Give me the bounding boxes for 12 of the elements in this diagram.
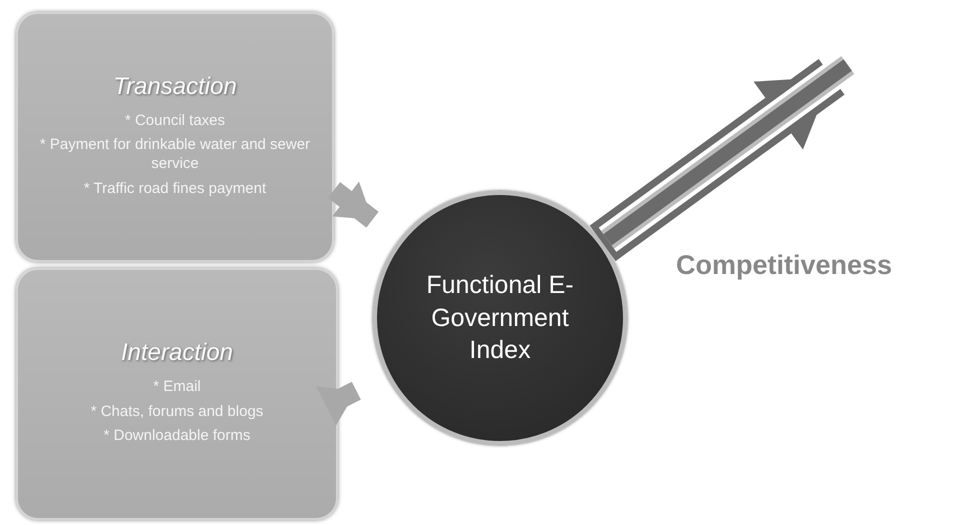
category-heading: Transaction <box>113 72 237 100</box>
category-box <box>16 12 334 262</box>
bullet-item: * Payment for drinkable water and sewer service <box>38 136 312 174</box>
bullet-item: * Downloadable forms <box>104 427 250 446</box>
bullet-item: * Chats, forums and blogs <box>90 402 264 422</box>
bullet-item: * Traffic road fines payment <box>84 180 266 198</box>
category-heading: Interaction <box>120 338 234 367</box>
node-title: Functional E-Government Index <box>425 270 575 366</box>
bullet-item: * Council taxes <box>124 112 226 130</box>
category-box <box>16 268 338 520</box>
bullet-item: * Email <box>153 378 201 397</box>
outcome-label: Competitiveness <box>676 250 892 281</box>
